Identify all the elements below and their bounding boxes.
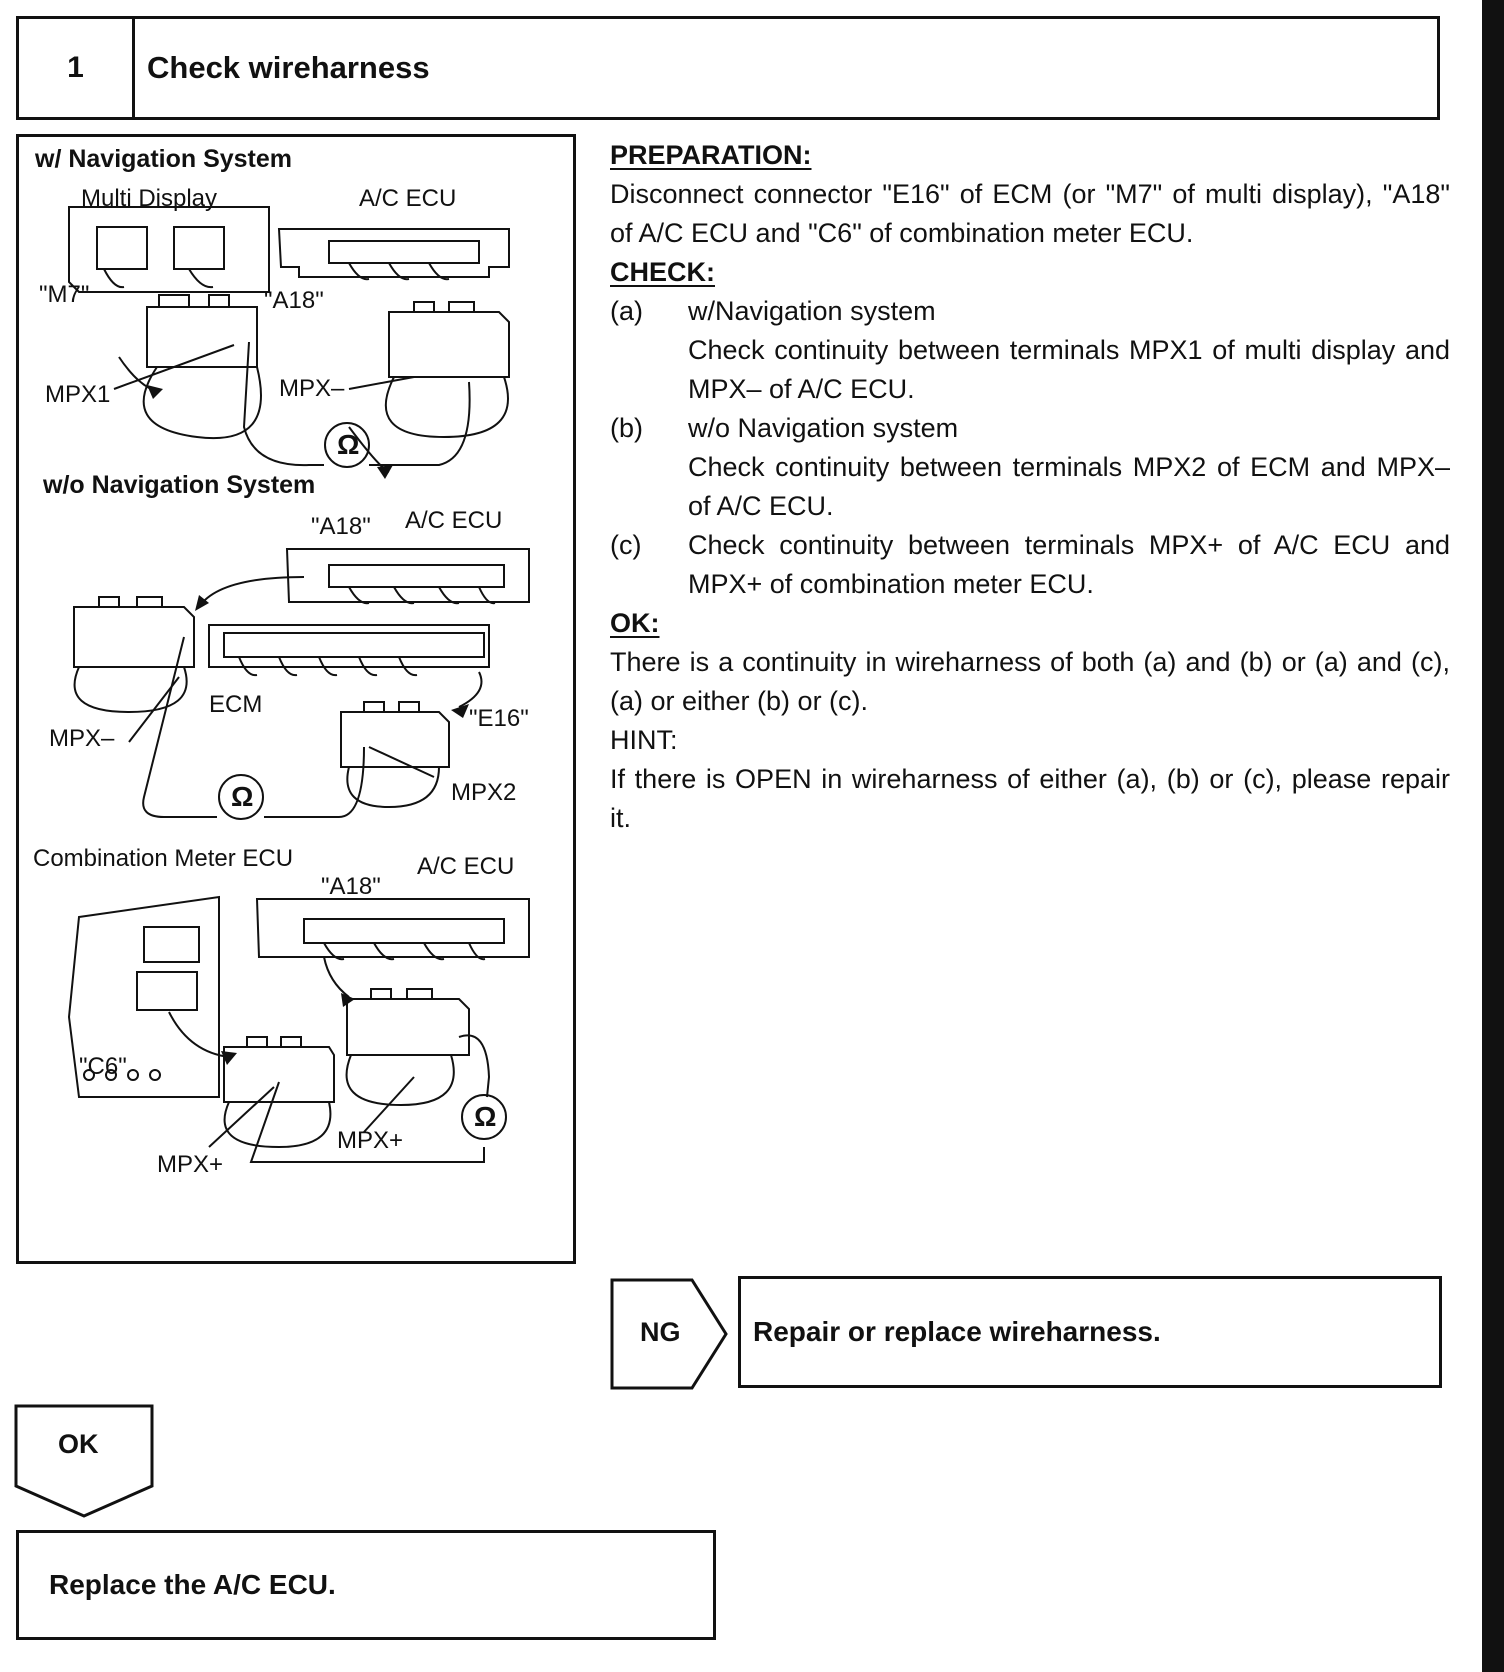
ohm-icon: Ω <box>474 1101 497 1132</box>
arrowhead-m7 <box>147 385 163 399</box>
hint-heading: HINT: <box>610 725 678 755</box>
e16-connector <box>340 701 450 809</box>
page-edge-bar <box>1482 0 1504 1672</box>
wiring-diagram-figure: w/ Navigation System Multi Display A/C E… <box>16 134 576 1264</box>
ac-ecu-label-2: A/C ECU <box>405 507 503 534</box>
arrowhead-e16 <box>451 704 469 718</box>
ok-label: OK <box>58 1429 99 1459</box>
e16-label: "E16" <box>469 705 529 732</box>
step-title: Check wireharness <box>147 50 430 85</box>
arrowhead-a18-2 <box>195 595 209 611</box>
multi-display-unit <box>68 206 270 293</box>
mpx-minus-label-1: MPX– <box>279 375 345 402</box>
check-item-instruction: Check continuity between terminals MPX+ … <box>688 530 1450 599</box>
check-item-condition: w/o Navigation system <box>688 413 959 443</box>
check-item-c: (c) Check continuity between terminals M… <box>610 526 1450 604</box>
check-item-label: (b) <box>610 413 643 443</box>
probe-lead-3a <box>249 1081 485 1163</box>
a18-connector-1 <box>384 301 510 439</box>
arrowhead-a18-1 <box>377 465 393 479</box>
leader-mpx-minus-1 <box>348 376 415 390</box>
ng-label: NG <box>640 1317 681 1347</box>
arrow-c6 <box>168 1011 230 1058</box>
check-item-label: (c) <box>610 530 642 560</box>
mpx1-label: MPX1 <box>45 381 111 408</box>
check-item-condition: w/Navigation system <box>688 296 936 326</box>
combination-meter-ecu-label: Combination Meter ECU <box>33 845 294 872</box>
step-number: 1 <box>19 19 135 117</box>
ac-ecu-label-1: A/C ECU <box>359 185 457 212</box>
leader-mpx-plus-1 <box>208 1086 275 1148</box>
m7-label: "M7" <box>39 281 90 308</box>
ecm-unit <box>208 624 490 677</box>
ac-ecu-unit-2 <box>285 548 530 605</box>
ng-arrow-icon <box>610 1278 728 1390</box>
preparation-body: Disconnect connector "E16" of ECM (or "M… <box>610 179 1450 248</box>
check-item-instruction: Check continuity between terminals MPX1 … <box>688 335 1450 404</box>
no-nav-heading: w/o Navigation System <box>43 471 316 499</box>
preparation-heading: PREPARATION: <box>610 140 812 170</box>
ac-ecu-unit-3 <box>255 898 530 961</box>
check-item-b: (b) w/o Navigation system Check continui… <box>610 409 1450 526</box>
arrowhead-c6 <box>221 1051 237 1065</box>
mpx-plus-label-1: MPX+ <box>157 1151 224 1178</box>
c6-label: "C6" <box>79 1053 127 1080</box>
c6-connector <box>223 1036 335 1149</box>
leader-mpx2 <box>368 746 435 778</box>
ok-body: There is a continuity in wireharness of … <box>610 647 1450 716</box>
check-heading: CHECK: <box>610 257 715 287</box>
check-item-label: (a) <box>610 296 643 326</box>
ng-action-box: Repair or replace wireharness. <box>738 1276 1442 1388</box>
arrow-e16 <box>458 671 483 708</box>
hint-body: If there is OPEN in wireharness of eithe… <box>610 764 1450 833</box>
a18-label-2: "A18" <box>311 513 371 540</box>
ohmmeter-2 <box>218 774 264 820</box>
probe-lead-3b <box>458 1034 491 1098</box>
ohm-icon: Ω <box>231 781 254 812</box>
probe-lead-1b <box>369 381 471 466</box>
leader-mpx1 <box>113 344 235 390</box>
a18-label-1: "A18" <box>264 287 324 314</box>
mpx-plus-label-2: MPX+ <box>337 1127 404 1154</box>
ac-ecu-label-3: A/C ECU <box>417 853 515 880</box>
a18-connector-3 <box>345 988 470 1107</box>
ohmmeter-3 <box>461 1094 507 1140</box>
ohm-icon: Ω <box>337 429 360 460</box>
wiring-diagram-svg <box>67 206 530 1163</box>
step-header: 1 Check wireharness <box>16 16 1440 120</box>
leader-mpx-plus-2 <box>363 1076 415 1133</box>
probe-lead-2b <box>264 746 365 818</box>
arrowhead-a18-3 <box>341 993 355 1007</box>
mpx2-label: MPX2 <box>451 779 517 806</box>
probe-lead-1a <box>242 341 324 467</box>
ok-action-box: Replace the A/C ECU. <box>16 1530 716 1640</box>
procedure-text: PREPARATION: Disconnect connector "E16" … <box>610 136 1450 838</box>
multi-display-label: Multi Display <box>81 185 218 212</box>
arrow-a18-3 <box>323 956 350 998</box>
m7-connector <box>142 294 262 440</box>
ac-ecu-unit-1 <box>277 228 510 281</box>
ok-arrow-icon <box>14 1404 154 1518</box>
mpx-minus-label-2: MPX– <box>49 725 115 752</box>
a18-connector-2 <box>73 596 195 714</box>
ok-heading: OK: <box>610 608 660 638</box>
leader-mpx-minus-2 <box>128 676 180 743</box>
ohmmeter-1 <box>324 422 370 468</box>
check-item-a: (a) w/Navigation system Check continuity… <box>610 292 1450 409</box>
ecm-label: ECM <box>209 691 263 718</box>
probe-lead-2a <box>142 636 217 818</box>
check-item-instruction: Check continuity between terminals MPX2 … <box>688 452 1450 521</box>
combination-meter-unit <box>67 895 220 1098</box>
nav-heading: w/ Navigation System <box>35 145 293 173</box>
a18-label-3: "A18" <box>321 873 381 900</box>
